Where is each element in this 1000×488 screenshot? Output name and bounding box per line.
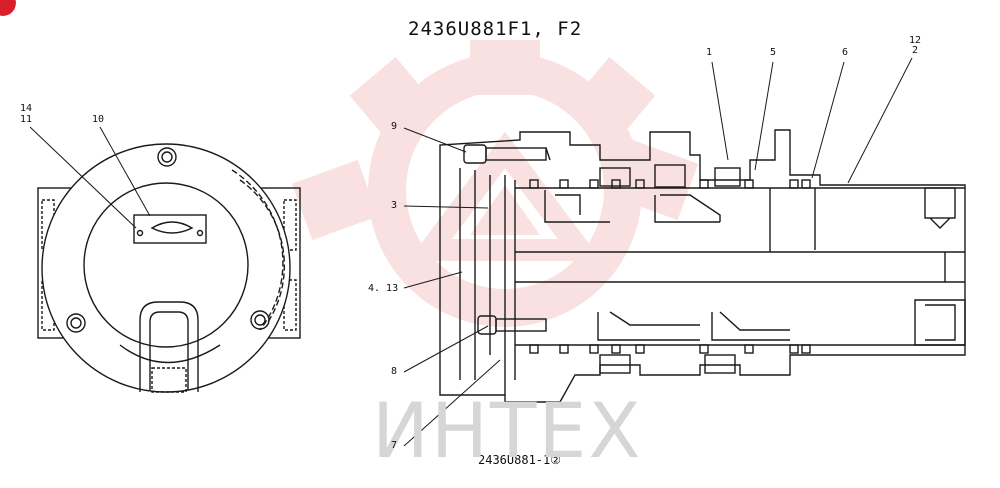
callout-4-13: 4. 13 [368,283,399,294]
drawing-title: 2436U881F1, F2 [408,18,583,40]
callout-5: 5 [770,47,777,58]
watermark-gear-logo [291,40,699,327]
callout-11: 11 [20,114,33,125]
seal-grooves-bottom [529,344,811,374]
callout-6: 6 [842,47,849,58]
callout-2: 2 [912,45,919,56]
corner-badge-icon [0,0,16,16]
callout-9: 9 [391,121,398,132]
seal-grooves-top [529,164,811,189]
callout-7: 7 [391,440,398,451]
section-view [439,129,966,403]
callout-8: 8 [391,366,398,377]
front-view-leaders [29,126,151,229]
drawing-number-caption: 2436U881-1② [478,453,562,467]
callout-12: 12 [909,35,922,46]
callout-1: 1 [706,47,713,58]
cap-bolt-lower [477,315,547,335]
callout-10: 10 [92,114,105,125]
callout-14: 14 [20,103,33,114]
section-view-leaders [403,57,913,447]
callout-3: 3 [391,200,398,211]
front-view [37,143,301,393]
watermark-text: ИНТЕХ [372,386,643,475]
cap-bolt-upper [463,144,551,164]
